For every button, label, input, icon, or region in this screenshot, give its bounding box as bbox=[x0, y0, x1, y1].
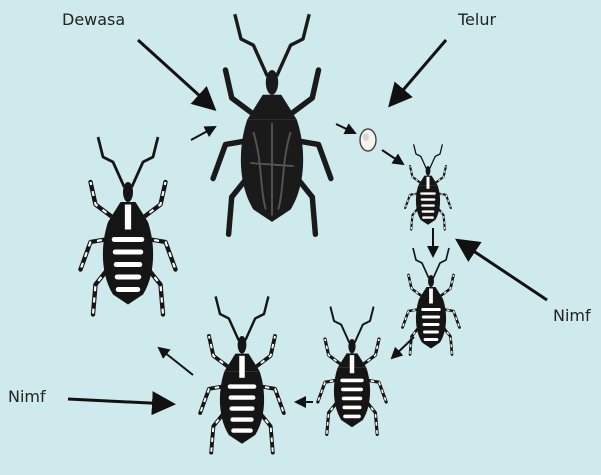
pointer-arrow-egg bbox=[392, 40, 446, 103]
pointer-arrow-nymph-left bbox=[68, 399, 170, 404]
label-adult: Dewasa bbox=[62, 10, 125, 29]
egg-shading bbox=[363, 133, 369, 141]
label-nymph-left: Nimf bbox=[8, 387, 46, 406]
pointer-arrow-nymph-right bbox=[460, 242, 547, 300]
label-egg: Telur bbox=[458, 10, 496, 29]
flow-arrow-nymph4-to-nymph5 bbox=[159, 348, 193, 375]
flow-arrow-nymph5-to-adult bbox=[191, 127, 215, 140]
flow-arrow-adult-to-egg bbox=[336, 124, 355, 133]
egg bbox=[360, 129, 376, 151]
nymph-instar-5 bbox=[81, 137, 176, 315]
flow-arrow-egg-to-nymph1 bbox=[382, 150, 403, 164]
pointer-arrow-adult bbox=[138, 40, 212, 107]
nymph-instar-3 bbox=[318, 307, 386, 435]
label-nymph-right: Nimf bbox=[553, 306, 591, 325]
nymph-instar-1 bbox=[405, 144, 451, 229]
nymph-instar-4 bbox=[200, 296, 284, 452]
adult-bug bbox=[213, 14, 331, 234]
